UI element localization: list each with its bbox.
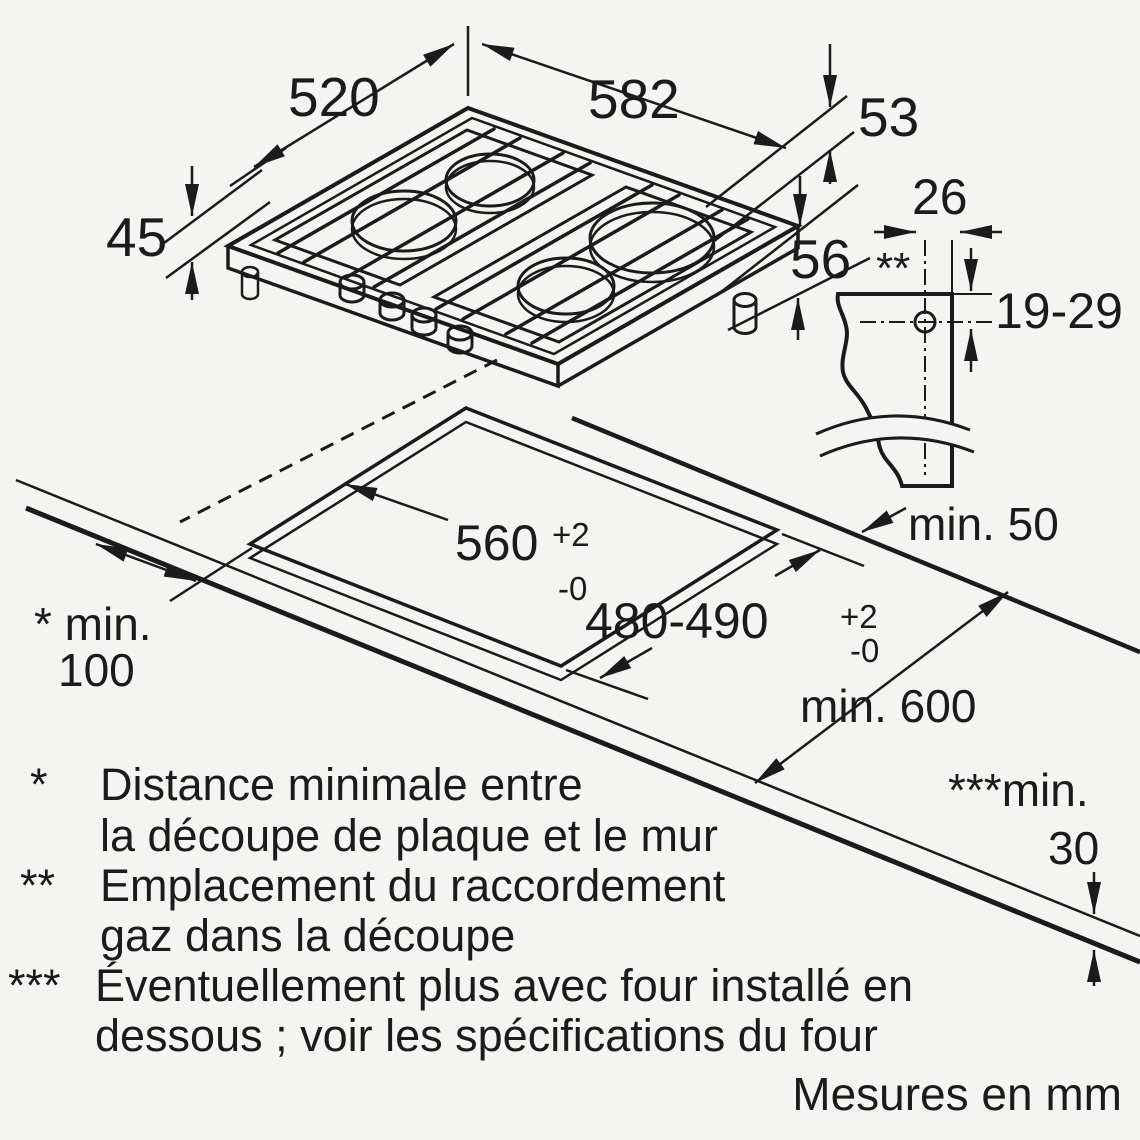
tolerance-minus: -0	[558, 570, 587, 607]
dimension-min30: ***min. 30	[948, 764, 1101, 986]
dimension-26: 26 **	[874, 169, 1002, 293]
dimension-min50: min. 50	[861, 498, 1059, 550]
worktop	[15, 415, 1140, 965]
hob-inner-rim	[248, 116, 778, 356]
label-min30-line2: 30	[1048, 822, 1099, 874]
break-gap	[816, 415, 974, 456]
burner-left	[350, 189, 458, 261]
burner-front-center	[516, 256, 616, 324]
footnote-text: gaz dans la découpe	[100, 910, 515, 961]
dim-label-53: 53	[858, 86, 919, 148]
hob-foot-left	[240, 265, 260, 301]
cutout	[179, 358, 781, 682]
label-min100-line1: * min.	[34, 598, 152, 650]
dimension-line	[253, 42, 455, 169]
hob-foot-right	[732, 292, 758, 335]
alignment-dashed-line	[179, 358, 498, 524]
dim-label-582: 582	[588, 68, 680, 130]
footnote-text: dessous ; voir les spécifications du fou…	[95, 1010, 878, 1061]
worktop-front-bottom-edge	[25, 505, 1140, 965]
extension-line-upper	[781, 532, 865, 568]
worktop-front-top-edge	[15, 478, 1140, 938]
break-line-bottom	[819, 436, 975, 458]
knob	[410, 306, 438, 337]
dimension-min600: min. 600	[754, 591, 1009, 784]
extension-line-bottom	[727, 256, 871, 332]
tolerance-plus: +2	[840, 598, 878, 635]
dimension-min100: * min. 100	[34, 542, 253, 696]
dim-label-45: 45	[106, 206, 167, 268]
cutout-outer-edge	[246, 406, 781, 668]
dimension-line	[481, 42, 787, 150]
arrow-upper	[774, 548, 821, 578]
extension-line-bottom	[712, 131, 855, 243]
gas-connection-detail: 26 ** 19-29	[815, 169, 1123, 488]
extension-line	[169, 546, 253, 603]
footnote-text: la découpe de plaque et le mur	[100, 810, 718, 861]
gas-connection-hole	[913, 310, 937, 334]
footnote-marker: **	[20, 860, 55, 911]
burners	[350, 152, 716, 324]
arrow-lower	[599, 646, 653, 680]
dim-label-480-490: 480-490	[585, 593, 769, 649]
label-min50: min. 50	[908, 498, 1059, 550]
tolerance-plus: +2	[552, 516, 590, 553]
knob	[338, 273, 366, 304]
footnote-text: Emplacement du raccordement	[100, 860, 726, 911]
dimension-520: 520	[229, 26, 470, 188]
dimension-582: 582	[481, 42, 787, 150]
extension-line-top	[159, 168, 263, 248]
worktop-rear-edge	[571, 415, 1140, 655]
dimension-560: 560 +2 -0	[344, 482, 590, 607]
hob-isometric	[223, 105, 803, 389]
dimension-line	[754, 591, 1009, 784]
dimension-45: 45	[106, 166, 271, 300]
dimension-53: 53	[705, 44, 919, 243]
dim-label-26: 26	[912, 169, 968, 225]
hob-base	[226, 226, 800, 389]
dim-label-560: 560	[455, 515, 538, 571]
hob-top-surface	[223, 105, 803, 367]
pan-support-right	[430, 185, 755, 344]
tolerance-minus: -0	[850, 632, 879, 669]
footnote-text: Distance minimale entre	[100, 759, 583, 810]
label-min600: min. 600	[800, 680, 976, 732]
control-knobs	[338, 273, 474, 355]
cutout-inner-edge	[247, 420, 780, 682]
knob	[378, 291, 406, 322]
extension-line-top	[715, 184, 859, 297]
footnote-marker: *	[30, 759, 48, 810]
footnote-marker: ***	[8, 960, 61, 1011]
dimension-line	[344, 482, 449, 522]
break-line-top	[815, 414, 971, 436]
units-note: Mesures en mm	[792, 1068, 1122, 1120]
label-min100-line2: 100	[58, 644, 135, 696]
extension-line-bottom	[165, 200, 271, 280]
footnotes: * Distance minimale entre la découpe de …	[8, 759, 1122, 1120]
leader-arrow	[861, 506, 907, 534]
dim-label-520: 520	[288, 66, 380, 128]
dim-label-19-29: 19-29	[995, 283, 1123, 339]
dimension-line	[95, 542, 197, 583]
footnote-text: Éventuellement plus avec four installé e…	[95, 960, 913, 1011]
extension-line-lower	[565, 668, 649, 701]
extension-line-top	[705, 95, 848, 208]
burner-back-center	[444, 152, 536, 215]
gas-ref-mark: **	[876, 244, 910, 293]
dimension-480-490: 480-490 +2 -0	[565, 532, 879, 701]
cutout-section-outline	[835, 292, 954, 488]
dim-label-56: 56	[790, 228, 851, 290]
dimension-56: 56	[715, 176, 871, 340]
burner-right-large	[588, 201, 716, 284]
knob	[446, 324, 474, 355]
label-min30-line1: ***min.	[948, 764, 1089, 816]
dimension-19-29: 19-29	[964, 248, 1123, 372]
